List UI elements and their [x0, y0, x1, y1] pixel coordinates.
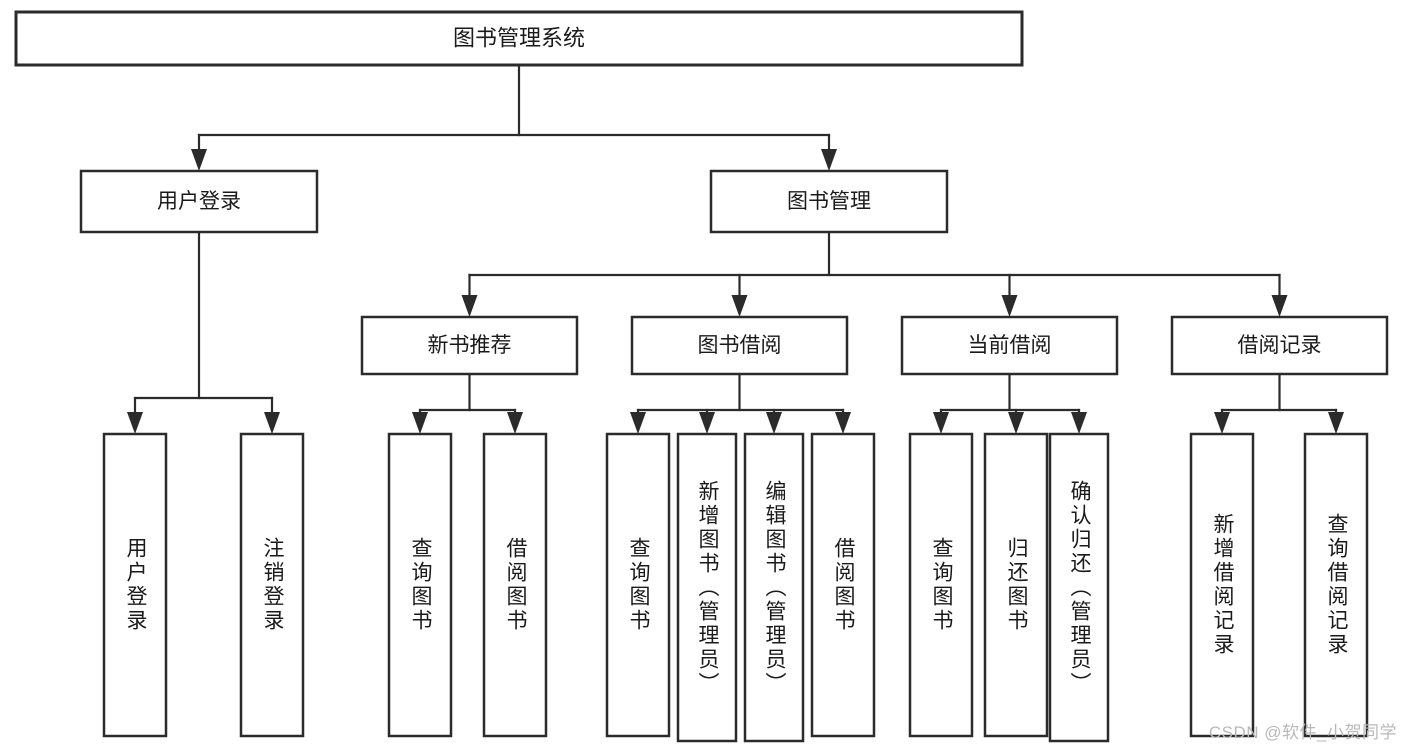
- connector-arrow-icon: [1214, 412, 1230, 434]
- connector-arrow-icon: [630, 412, 646, 434]
- node-level3-label-0: 新书推荐: [428, 334, 512, 357]
- connector-arrow-icon: [766, 412, 782, 434]
- connector-arrow-icon: [507, 412, 523, 434]
- node-root[interactable]: [14, 10, 1024, 67]
- node-leaf-4[interactable]: [605, 432, 671, 738]
- node-level3-2[interactable]: [900, 315, 1119, 376]
- node-leaf-5[interactable]: [676, 432, 738, 743]
- node-level2-label-1: 图书管理: [787, 190, 871, 213]
- node-leaf-10[interactable]: [1048, 432, 1110, 743]
- node-level2-1[interactable]: [709, 169, 949, 234]
- csdn-watermark: CSDN @软件_小贺同学: [1208, 723, 1397, 742]
- node-level3-label-1: 图书借阅: [698, 334, 782, 357]
- connector-arrow-icon: [1328, 412, 1344, 434]
- node-leaf-1[interactable]: [239, 432, 305, 738]
- node-level3-label-2: 当前借阅: [968, 334, 1052, 357]
- connector-arrow-icon: [835, 412, 851, 434]
- node-leaf-0[interactable]: [102, 432, 168, 738]
- connector-arrow-icon: [731, 295, 748, 317]
- connector-arrow-icon: [1071, 412, 1087, 434]
- connector-arrow-icon: [821, 149, 837, 171]
- connector-arrow-icon: [191, 149, 207, 171]
- node-leaf-2[interactable]: [387, 432, 453, 738]
- node-level3-label-3: 借阅记录: [1238, 334, 1322, 357]
- node-root-label: 图书管理系统: [453, 25, 585, 50]
- node-level2-0[interactable]: [79, 169, 319, 234]
- node-leaf-3[interactable]: [482, 432, 548, 738]
- node-leaf-6[interactable]: [743, 432, 805, 743]
- connector-arrow-icon: [1001, 295, 1018, 317]
- node-leaf-12[interactable]: [1303, 432, 1369, 738]
- node-level3-3[interactable]: [1170, 315, 1389, 376]
- connector-arrow-icon: [127, 412, 143, 434]
- node-leaf-11[interactable]: [1189, 432, 1255, 738]
- connector-layer: [127, 63, 1344, 434]
- node-leaf-9[interactable]: [983, 432, 1049, 738]
- connector-arrow-icon: [461, 295, 478, 317]
- node-leaf-8[interactable]: [908, 432, 974, 738]
- node-box-layer: [14, 10, 1389, 743]
- connector-arrow-icon: [1008, 412, 1024, 434]
- node-level3-1[interactable]: [630, 315, 849, 376]
- connector-arrow-icon: [412, 412, 428, 434]
- node-level2-label-0: 用户登录: [157, 190, 241, 213]
- connector-arrow-icon: [264, 412, 280, 434]
- node-leaf-7[interactable]: [810, 432, 876, 738]
- connector-arrow-icon: [1271, 295, 1288, 317]
- connector-arrow-icon: [933, 412, 949, 434]
- connector-arrow-icon: [699, 412, 715, 434]
- node-level3-0[interactable]: [360, 315, 579, 376]
